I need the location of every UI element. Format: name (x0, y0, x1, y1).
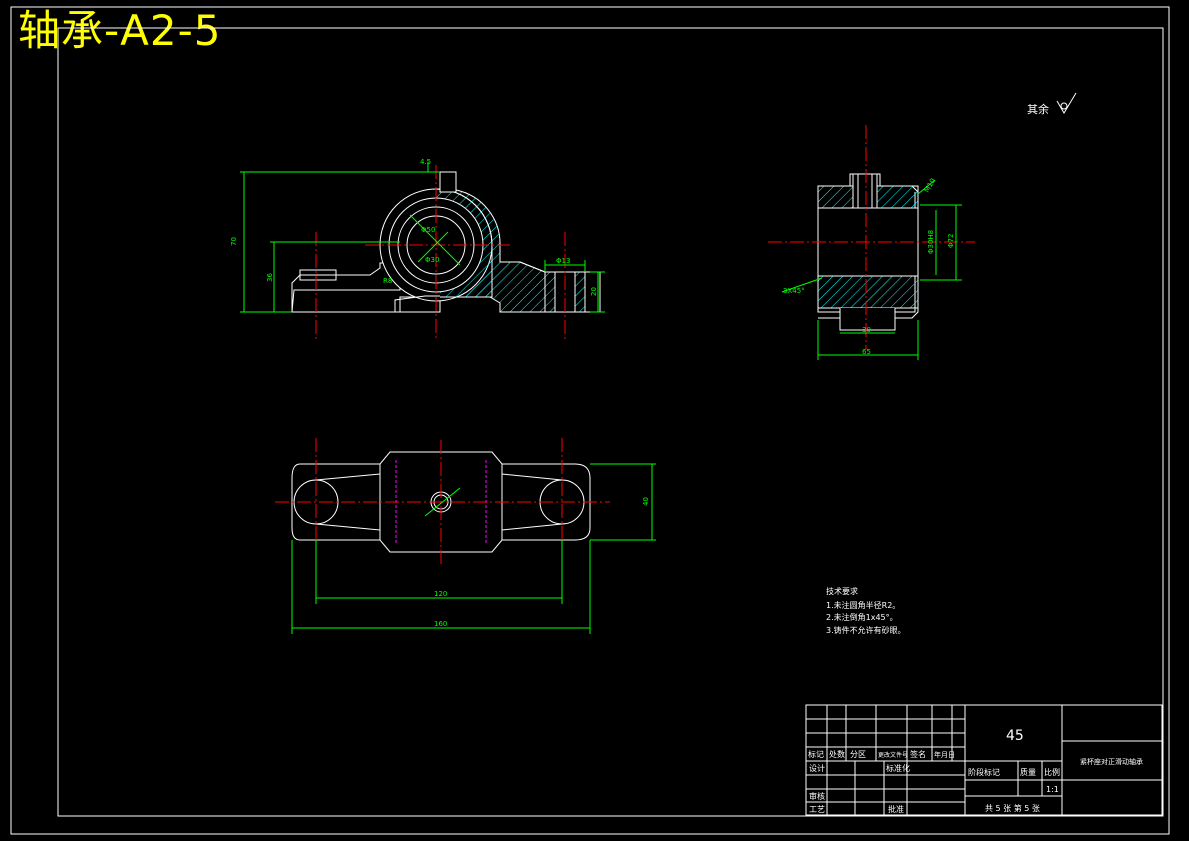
inner-border (57, 27, 1164, 817)
dim-front-center-height: 36 (266, 273, 274, 282)
title-block-text: 标记 处数 分区 更改文件号 签名 年月日 设计 标准化 审核 工艺 批准 阶段… (808, 728, 1143, 814)
standard-label: 标准化 (886, 763, 910, 773)
front-view-dimensions: 70 36 4.5 Φ50 Φ30 R8 Φ13 20 (230, 158, 598, 296)
outer-border (10, 6, 1170, 835)
sheet-count: 共 5 张 第 5 张 (985, 803, 1040, 813)
reviewer-label: 审核 (809, 791, 825, 801)
dim-front-slot-width: Φ13 (556, 257, 570, 265)
front-view (240, 162, 605, 340)
tech-req-title: 技术要求 (826, 586, 858, 596)
header-cell: 签名 (910, 749, 926, 759)
dim-front-slot-height: 20 (590, 287, 598, 296)
dim-side-dia: Φ72 (947, 234, 955, 248)
dim-side-bore: Φ30H8 (927, 230, 935, 254)
tech-req-item: 1.未注圆角半径R2。 (826, 600, 900, 610)
plan-view-dimensions: 120 160 40 (434, 497, 650, 628)
dim-front-bore-outer: Φ50 (421, 226, 435, 234)
header-cell: 分区 (850, 750, 866, 759)
drawing-title: 轴承-A2-5 (18, 6, 222, 55)
tech-req-item: 2.未注倒角1x45°。 (826, 612, 898, 622)
part-name: 紧杯座对正滑动轴承 (1080, 757, 1143, 766)
header-cell: 标记 (808, 749, 824, 759)
dim-side-inner: 30 (862, 326, 871, 334)
side-view (768, 125, 975, 360)
dim-plan-total: 160 (434, 620, 447, 628)
header-cell: 年月日 (934, 750, 955, 759)
dim-side-width: 65 (862, 348, 871, 356)
stage-header: 阶段标记 (968, 767, 1000, 777)
plan-view (275, 438, 656, 634)
header-cell: 更改文件号 (878, 751, 908, 759)
surface-note-text: 其余 (1027, 102, 1049, 116)
dim-side-chamfer: 3X45° (783, 287, 805, 295)
dim-plan-hole-spacing: 120 (434, 590, 447, 598)
header-cell: 处数 (829, 749, 845, 759)
scale-value: 1:1 (1046, 785, 1059, 794)
surface-finish-note: 其余 (1027, 92, 1077, 116)
approve-label: 批准 (888, 804, 904, 814)
material-value: 45 (1006, 728, 1024, 744)
dim-front-total-height: 70 (230, 237, 238, 246)
designer-label: 设计 (809, 763, 825, 773)
dim-front-bore-inner: Φ30 (425, 256, 439, 264)
dim-front-fillet: R8 (383, 277, 392, 285)
title-block (805, 704, 1163, 816)
dim-side-mark: M10 (923, 177, 937, 194)
roughness-symbol-icon (1056, 92, 1077, 114)
tech-req-item: 3.铸件不允许有砂眼。 (826, 625, 906, 635)
stage-header: 比例 (1044, 767, 1060, 777)
dim-front-top: 4.5 (420, 158, 431, 166)
process-label: 工艺 (809, 805, 825, 814)
side-bottom-hatch (817, 275, 919, 309)
technical-requirements: 技术要求 1.未注圆角半径R2。 2.未注倒角1x45°。 3.铸件不允许有砂眼… (826, 586, 906, 635)
dim-plan-width: 40 (642, 497, 650, 506)
stage-header: 质量 (1020, 767, 1036, 777)
